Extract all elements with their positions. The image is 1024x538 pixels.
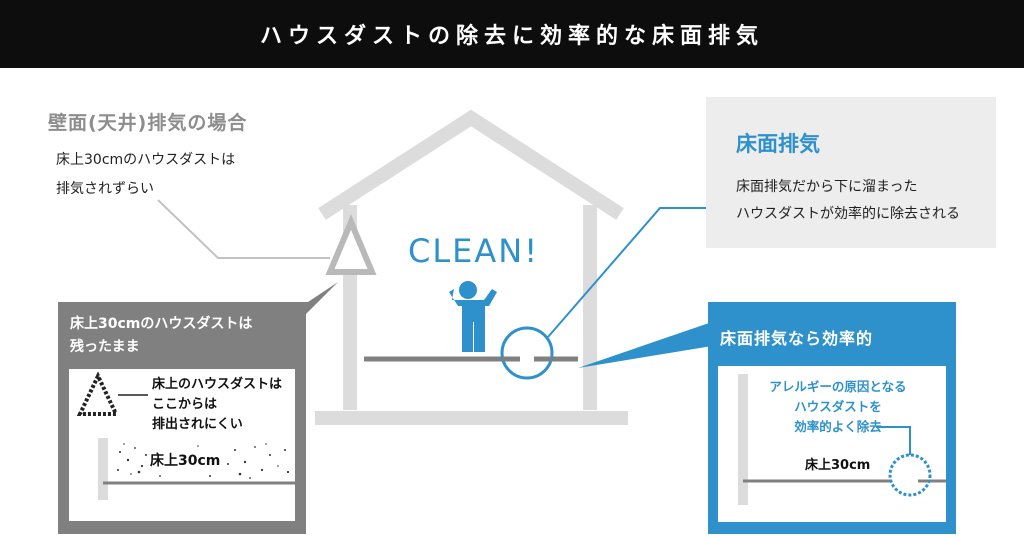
left-triangle-icon xyxy=(76,371,120,416)
right-vent-circle xyxy=(888,453,932,497)
left-panel-text-line: 床上のハウスダストは xyxy=(152,377,283,392)
right-floor-label: 床上30cm xyxy=(805,458,871,473)
floor-vent-circle xyxy=(500,326,554,380)
floor-exhaust-box xyxy=(706,97,996,248)
dust-particles xyxy=(117,443,290,479)
left-panel-title-line: 床上30cmのハウスダストは xyxy=(70,316,253,332)
left-panel-title: 床上30cmのハウスダストは 残ったまま xyxy=(70,313,252,359)
page-title: ハウスダストの除去に効率的な床面排気 xyxy=(0,0,1024,68)
wall-exhaust-title: 壁面(天井)排気の場合 xyxy=(48,112,248,134)
wall-desc-line: 床上30cmのハウスダストは xyxy=(56,152,236,168)
floor-desc-line: ハウスダストが効率的に除去される xyxy=(736,206,960,222)
right-panel-title: 床面排気なら効率的 xyxy=(720,329,874,348)
wall-vent-triangle xyxy=(325,214,377,275)
left-panel-title-line: 残ったまま xyxy=(70,339,140,355)
left-panel-text-line: ここからは xyxy=(152,397,218,412)
left-panel-text-line: 排出されにくい xyxy=(152,417,243,432)
floor-desc-line: 床面排気だから下に溜まった xyxy=(736,179,918,195)
wall-exhaust-connector xyxy=(157,199,330,259)
wall-desc-line: 排気されずらい xyxy=(56,181,154,197)
wall-exhaust-desc: 床上30cmのハウスダストは 排気されずらい xyxy=(56,146,235,204)
right-panel-text-line: ハウスダストを xyxy=(794,399,882,414)
right-panel-text-line: 効率的よく除去 xyxy=(794,419,882,434)
person-icon xyxy=(449,281,497,352)
floor-exhaust-desc: 床面排気だから下に溜まった ハウスダストが効率的に除去される xyxy=(736,174,960,228)
floor-exhaust-connector xyxy=(547,207,706,338)
clean-label: CLEAN! xyxy=(408,232,540,270)
blue-callout-pointer xyxy=(578,322,712,368)
right-panel-text-line: アレルギーの原因となる xyxy=(769,379,907,394)
floor-exhaust-title: 床面排気 xyxy=(736,132,820,156)
left-panel-text: 床上のハウスダストは ここからは 排出されにくい xyxy=(152,375,282,435)
right-panel-inner xyxy=(718,366,946,522)
right-panel-text: アレルギーの原因となる ハウスダストを 効率的よく除去 xyxy=(758,377,918,437)
left-floor-label: 床上30cm xyxy=(150,453,221,469)
